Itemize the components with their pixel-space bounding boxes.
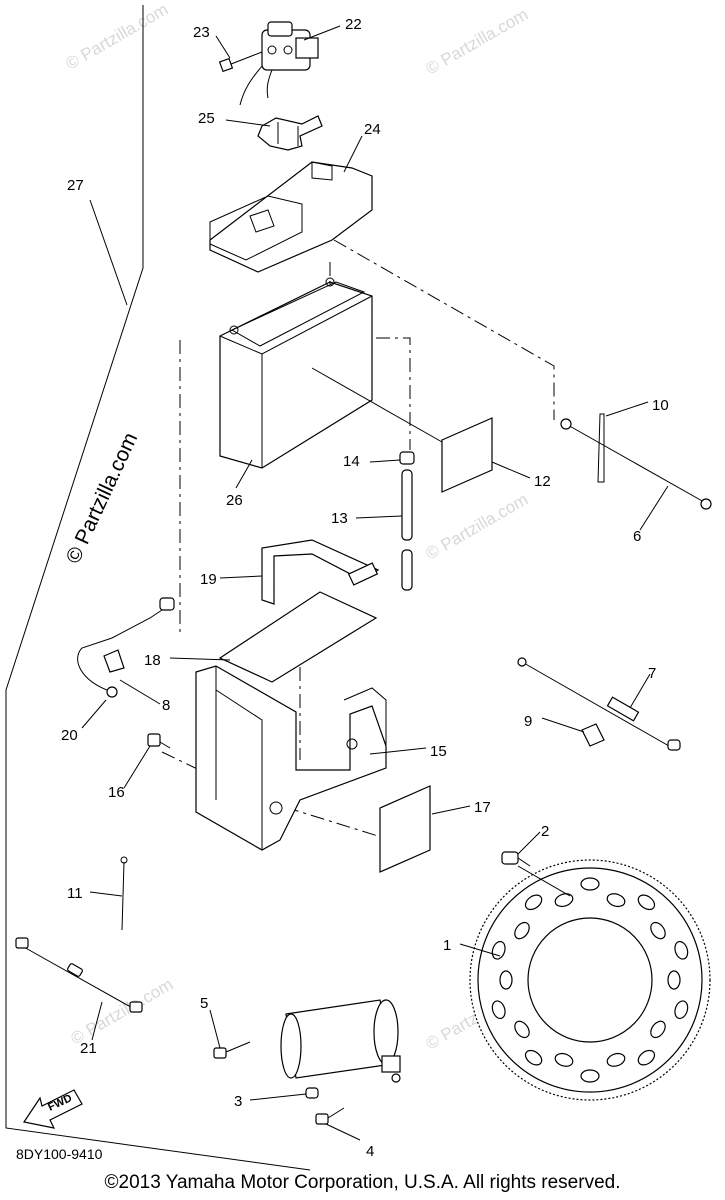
diagram-code: 8DY100-9410 <box>16 1146 103 1162</box>
watermark: © Partzilla.com <box>68 975 177 1049</box>
box-cover-sheet <box>379 785 431 873</box>
assembly-lines <box>161 239 555 837</box>
callout-11: 11 <box>67 885 83 902</box>
callout-1: 1 <box>443 937 451 954</box>
rotor-hole <box>499 970 513 990</box>
callout-17: 17 <box>474 799 491 816</box>
callout-10: 10 <box>652 397 669 414</box>
battery-label <box>441 417 493 493</box>
rotor-hole <box>606 1052 626 1067</box>
rotor-hole <box>674 940 689 960</box>
rotor-hole <box>667 970 681 990</box>
watermark: © Partzilla.com <box>423 490 532 564</box>
callout-4: 4 <box>366 1143 374 1160</box>
starter-ring-gear <box>469 859 711 1101</box>
breather-hose <box>401 469 413 591</box>
callout-3: 3 <box>234 1093 242 1110</box>
battery-lead-6 <box>560 413 712 510</box>
assembly-boundary <box>5 5 311 1171</box>
rotor-hole <box>491 1000 506 1020</box>
starter-motor <box>280 999 401 1083</box>
rotor-hole <box>674 1000 689 1020</box>
callout-22: 22 <box>345 16 362 33</box>
callout-19: 19 <box>200 571 217 588</box>
relay-bracket <box>257 115 323 151</box>
copyright-notice: ©2013 Yamaha Motor Corporation, U.S.A. A… <box>104 1172 621 1193</box>
rotor-hole <box>524 894 543 911</box>
watermark: © Partzilla.com <box>63 0 172 73</box>
callout-15: 15 <box>430 743 447 760</box>
rotor-hole <box>524 1049 543 1066</box>
callout-12: 12 <box>534 473 551 490</box>
rotor-hole <box>514 921 530 940</box>
rotor-hole <box>554 1052 574 1067</box>
watermark: © Partzilla.com <box>423 5 532 79</box>
rotor-hole <box>650 1020 666 1039</box>
callout-6: 6 <box>633 528 641 545</box>
callout-27: 27 <box>67 177 84 194</box>
gear-bolt <box>501 851 531 867</box>
rotor-hole <box>637 1049 656 1066</box>
callout-14: 14 <box>343 453 360 470</box>
starter-bolt-4 <box>315 1107 345 1125</box>
nut-3 <box>305 1087 319 1099</box>
wire-lead-21 <box>15 937 143 1013</box>
rotor-hole <box>650 921 666 940</box>
callout-13: 13 <box>331 510 348 527</box>
rotor-hole <box>637 894 656 911</box>
box-bolt <box>147 733 171 749</box>
battery-mat <box>218 591 378 683</box>
rotor-hole <box>580 1069 600 1083</box>
callout-23: 23 <box>193 24 210 41</box>
callout-labels: 1 2 3 4 5 6 7 8 9 10 11 12 13 14 15 16 1… <box>61 16 669 1160</box>
callout-21: 21 <box>80 1040 97 1057</box>
battery-box <box>195 665 387 851</box>
cable-tie <box>120 856 128 931</box>
hose-clamp <box>399 451 415 465</box>
battery-band <box>261 539 380 605</box>
forward-arrow-icon: FWD <box>23 1089 83 1129</box>
battery <box>219 277 373 469</box>
negative-lead <box>77 597 175 698</box>
callout-20: 20 <box>61 727 78 744</box>
rotor-hole <box>514 1020 530 1039</box>
callout-7: 7 <box>648 665 656 682</box>
callout-18: 18 <box>144 652 161 669</box>
starter-relay <box>239 21 319 106</box>
rotor-hole <box>554 893 574 908</box>
callout-25: 25 <box>198 110 215 127</box>
relay-bolt <box>218 51 263 73</box>
callout-16: 16 <box>108 784 125 801</box>
leader-lines <box>81 25 669 1141</box>
callout-8: 8 <box>162 697 170 714</box>
callout-24: 24 <box>364 121 381 138</box>
rotor-hole <box>606 893 626 908</box>
lead-clamp-9 <box>581 723 605 747</box>
callout-9: 9 <box>524 713 532 730</box>
lead-wire-7 <box>517 657 681 751</box>
watermark-group: © Partzilla.com © Partzilla.com © Partzi… <box>63 0 532 1053</box>
partzilla-watermark-main: © Partzilla.com <box>62 429 143 567</box>
rotor-hole <box>580 877 600 891</box>
battery-cover <box>209 161 373 273</box>
callout-2: 2 <box>541 823 549 840</box>
starter-bolt-5 <box>213 1041 251 1059</box>
callout-5: 5 <box>200 995 208 1012</box>
callout-26: 26 <box>226 492 243 509</box>
